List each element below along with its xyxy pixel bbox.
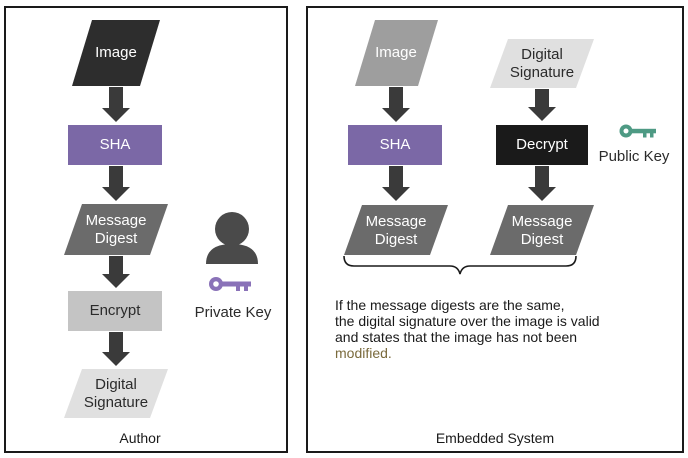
caption-highlight-text: modified.: [335, 345, 392, 361]
embedded-decrypt-label: Decrypt: [516, 136, 568, 153]
author-message-digest-shape: [64, 204, 168, 255]
author-encrypt-box: [68, 291, 162, 331]
embedded-panel-title: Embedded System: [435, 430, 555, 446]
embedded-digest-left-label: Message Digest: [365, 213, 427, 248]
person-icon: [206, 212, 258, 264]
embedded-arrow-1: [382, 87, 410, 122]
private-key-label: Private Key: [194, 304, 272, 321]
embedded-arrow-2: [382, 166, 410, 201]
embedded-signature-label: Digital Signature: [509, 46, 575, 81]
embedded-image-label: Image: [375, 44, 417, 61]
embedded-digest-right-label: Message Digest: [511, 213, 573, 248]
author-image-label: Image: [95, 44, 137, 61]
caption-main-text: If the message digests are the same, the…: [335, 297, 600, 345]
author-panel: [4, 6, 288, 453]
embedded-sha-box: [348, 125, 442, 165]
private-key-hole: [213, 281, 219, 287]
embedded-sha-label: SHA: [379, 136, 411, 153]
author-sha-label: SHA: [99, 136, 131, 153]
public-key-hole: [623, 128, 629, 134]
embedded-arrow-3: [528, 89, 556, 121]
author-image-shape: [72, 20, 160, 86]
author-panel-title: Author: [119, 430, 161, 446]
author-arrow-3: [102, 256, 130, 288]
author-arrow-2: [102, 166, 130, 201]
author-signature-label: Digital Signature: [83, 376, 149, 411]
author-message-digest-label: Message Digest: [85, 212, 147, 247]
embedded-decrypt-box: [496, 125, 588, 165]
author-arrow-4: [102, 332, 130, 366]
embedded-system-panel: [306, 6, 684, 453]
embedded-image-shape: [355, 20, 438, 86]
embedded-digest-right-shape: [490, 205, 594, 255]
digest-bracket: [343, 255, 577, 275]
verification-caption: If the message digests are the same, the…: [335, 297, 665, 361]
embedded-digest-left-shape: [344, 205, 448, 255]
embedded-signature-shape: [490, 39, 594, 88]
author-encrypt-label: Encrypt: [89, 302, 141, 319]
public-key-label: Public Key: [598, 148, 670, 165]
embedded-arrow-4: [528, 166, 556, 201]
author-sha-box: [68, 125, 162, 165]
author-arrow-1: [102, 87, 130, 122]
author-signature-shape: [64, 369, 168, 418]
